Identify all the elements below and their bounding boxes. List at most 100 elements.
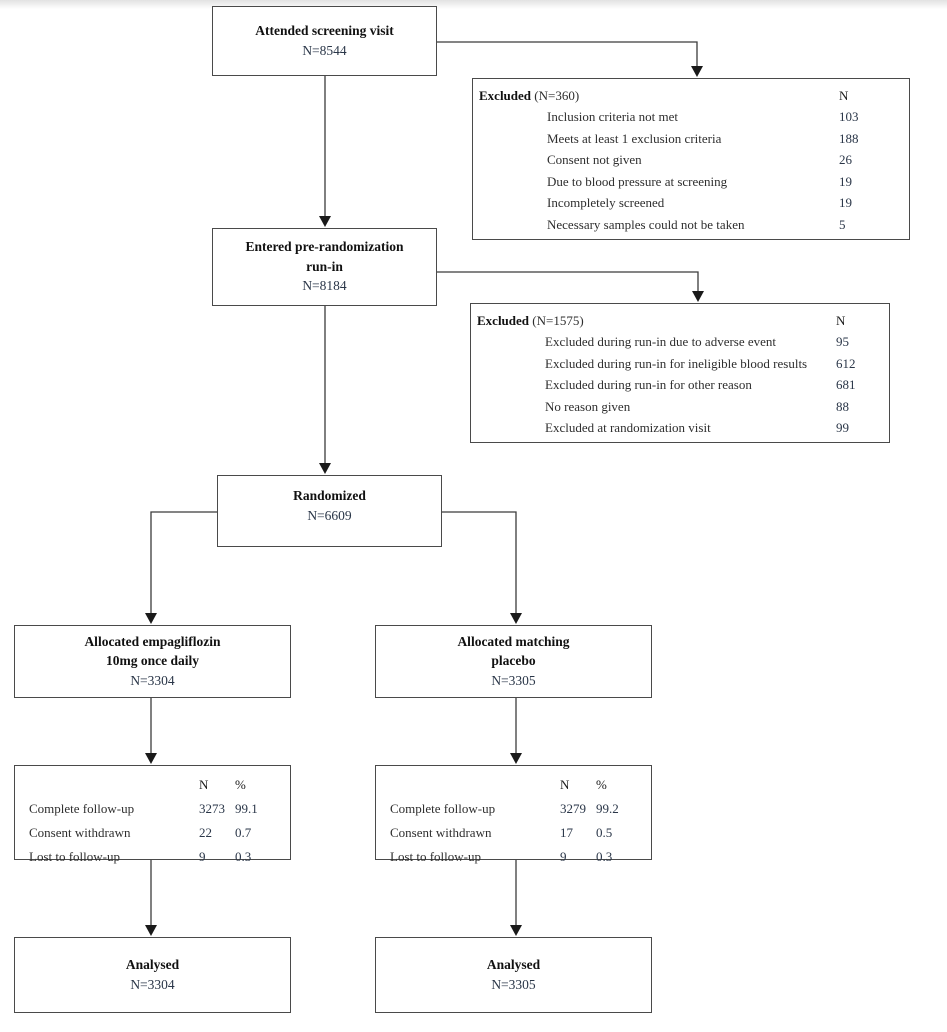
followup-row: Complete follow-up 3279 99.2 — [382, 797, 645, 821]
followup-label: Consent withdrawn — [390, 825, 492, 840]
connector-runin-to-excluded2 — [437, 271, 699, 291]
arrowhead — [691, 66, 703, 77]
reason-count: 103 — [839, 109, 859, 124]
followup-pct: 0.3 — [235, 849, 252, 864]
followup-placebo-table: N % Complete follow-up 3279 99.2 Consent… — [375, 765, 652, 864]
allocated-empagliflozin-box: Allocated empagliflozin 10mg once daily … — [14, 625, 291, 698]
screening-n: N=8544 — [302, 42, 347, 58]
reason-label: No reason given — [545, 398, 631, 414]
followup-row: Complete follow-up 3273 99.1 — [21, 797, 284, 821]
excluded-reason-row: Excluded during run-in due to adverse ev… — [477, 331, 881, 353]
runin-title-line2: run-in — [306, 258, 343, 274]
analysed-placebo-n: N=3305 — [491, 976, 536, 992]
analysed-placebo-title: Analysed — [486, 957, 541, 973]
runin-title-line1: Entered pre-randomization — [245, 239, 404, 255]
allocated-empagliflozin-line2: 10mg once daily — [106, 653, 199, 669]
col-header-n: N — [199, 777, 209, 792]
followup-n: 17 — [560, 825, 573, 840]
reason-label: Necessary samples could not be taken — [547, 216, 745, 232]
allocated-placebo-line2: placebo — [491, 653, 536, 669]
followup-header-row: N % — [21, 773, 284, 797]
excluded-screening-col-header: N — [839, 88, 849, 103]
followup-label: Complete follow-up — [390, 801, 496, 816]
followup-n: 9 — [199, 849, 206, 864]
allocated-placebo-n: N=3305 — [491, 672, 536, 688]
reason-count: 26 — [839, 152, 852, 167]
randomized-title: Randomized — [293, 488, 366, 504]
followup-row: Lost to follow-up 9 0.3 — [382, 845, 645, 869]
reason-label: Meets at least 1 exclusion criteria — [547, 130, 722, 146]
excluded-reason-row: No reason given 88 — [477, 396, 881, 418]
reason-label: Incompletely screened — [547, 195, 665, 210]
allocated-empagliflozin-line1: Allocated empagliflozin — [84, 633, 221, 649]
reason-count: 95 — [836, 334, 849, 349]
arrowhead — [145, 925, 157, 936]
arrowhead — [145, 613, 157, 624]
analysed-placebo-box: Analysed N=3305 — [375, 937, 652, 1013]
screening-title: Attended screening visit — [255, 23, 394, 39]
excluded-screening-title: Excluded (N=360) N — [479, 85, 901, 106]
allocated-empagliflozin-n: N=3304 — [130, 672, 175, 688]
excluded-runin-title-bold: Excluded — [477, 313, 530, 328]
excluded-reason-row: Excluded during run-in for other reason … — [477, 374, 881, 396]
excluded-screening-box: Excluded (N=360) N Inclusion criteria no… — [472, 78, 910, 240]
reason-label: Due to blood pressure at screening — [547, 173, 728, 189]
excluded-runin-col-header: N — [836, 313, 846, 328]
reason-label: Excluded at randomization visit — [545, 420, 711, 435]
analysed-empagliflozin-n: N=3304 — [130, 976, 175, 992]
arrowhead — [319, 216, 331, 227]
randomized-n: N=6609 — [307, 507, 352, 523]
excluded-reason-row: Necessary samples could not be taken 5 — [479, 214, 901, 236]
excluded-reason-row: Inclusion criteria not met 103 — [479, 106, 901, 128]
excluded-reason-row: Due to blood pressure at screening 19 — [479, 171, 901, 193]
analysed-empagliflozin-title: Analysed — [125, 957, 180, 973]
reason-count: 99 — [836, 420, 849, 435]
reason-label: Inclusion criteria not met — [547, 109, 679, 124]
reason-label: Excluded during run-in for ineligible bl… — [545, 355, 808, 371]
followup-label: Consent withdrawn — [29, 825, 131, 840]
followup-n: 3279 — [560, 801, 586, 816]
excluded-runin-title-n: (N=1575) — [532, 313, 584, 328]
followup-label: Complete follow-up — [29, 801, 135, 816]
randomized-box: Randomized N=6609 — [217, 475, 442, 547]
followup-pct: 0.5 — [596, 825, 613, 840]
followup-label: Lost to follow-up — [29, 849, 120, 864]
reason-count: 681 — [836, 377, 856, 392]
reason-label: Excluded during run-in for other reason — [545, 377, 752, 392]
connector-randomized-to-placebo — [442, 511, 517, 613]
arrowhead — [145, 753, 157, 764]
reason-count: 88 — [836, 398, 849, 414]
followup-n: 3273 — [199, 801, 225, 816]
allocated-placebo-line1: Allocated matching — [457, 633, 570, 649]
followup-n: 9 — [560, 849, 567, 864]
arrowhead — [319, 463, 331, 474]
screening-box: Attended screening visit N=8544 — [212, 6, 437, 76]
followup-pct: 0.3 — [596, 849, 613, 864]
excluded-reason-row: Incompletely screened 19 — [479, 192, 901, 214]
col-header-n: N — [560, 777, 570, 792]
allocated-placebo-box: Allocated matching placebo N=3305 — [375, 625, 652, 698]
followup-pct: 0.7 — [235, 825, 252, 840]
followup-row: Consent withdrawn 22 0.7 — [21, 821, 284, 845]
reason-label: Consent not given — [547, 152, 642, 167]
followup-label: Lost to follow-up — [390, 849, 481, 864]
reason-count: 5 — [839, 216, 846, 232]
followup-row: Lost to follow-up 9 0.3 — [21, 845, 284, 869]
arrowhead — [510, 925, 522, 936]
followup-header-row: N % — [382, 773, 645, 797]
connector-randomized-to-empagliflozin — [150, 511, 217, 613]
analysed-empagliflozin-box: Analysed N=3304 — [14, 937, 291, 1013]
connector-screening-to-excluded1 — [437, 41, 698, 66]
followup-pct: 99.1 — [235, 801, 258, 816]
followup-pct: 99.2 — [596, 801, 619, 816]
excluded-runin-box: Excluded (N=1575) N Excluded during run-… — [470, 303, 890, 443]
runin-n: N=8184 — [302, 278, 347, 294]
excluded-reason-row: Excluded at randomization visit 99 — [477, 417, 881, 439]
excluded-screening-title-n: (N=360) — [534, 88, 580, 103]
excluded-reason-row: Excluded during run-in for ineligible bl… — [477, 353, 881, 375]
excluded-screening-title-bold: Excluded — [479, 88, 532, 103]
followup-empagliflozin-table: N % Complete follow-up 3273 99.1 Consent… — [14, 765, 291, 864]
reason-count: 19 — [839, 195, 852, 210]
